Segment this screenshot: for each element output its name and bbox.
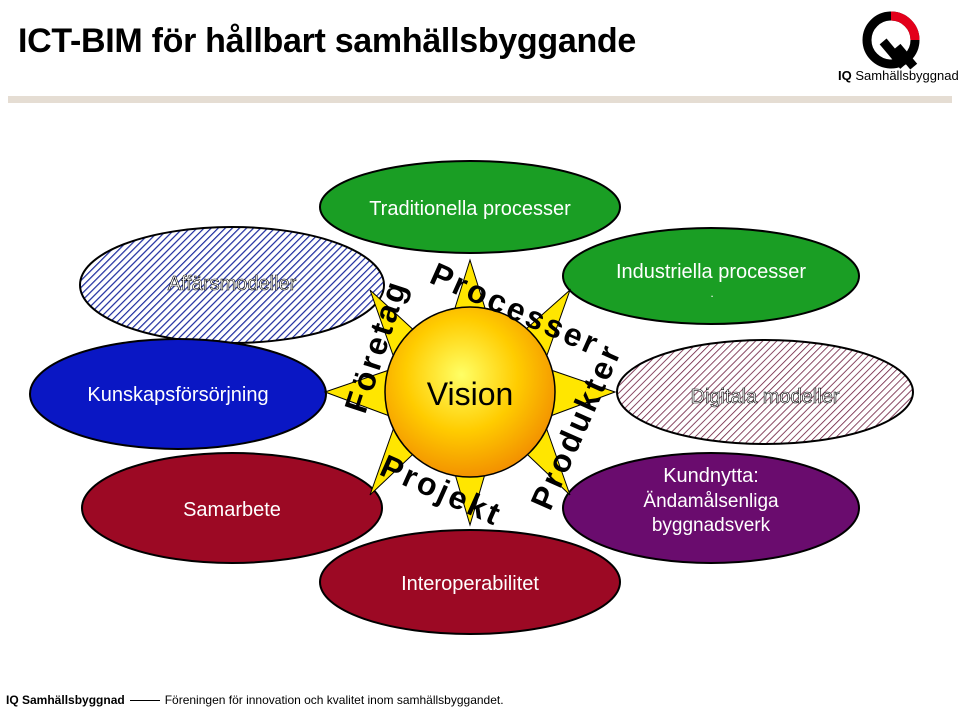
footer-text: Föreningen för innovation och kvalitet i… xyxy=(164,693,504,707)
label-kunskap: Kunskapsförsörjning xyxy=(87,384,268,406)
label-kundnytta-3: byggnadsverk xyxy=(652,515,771,536)
footer: IQ Samhällsbyggnad Föreningen för innovat… xyxy=(6,693,504,707)
label-vision: Vision xyxy=(427,376,514,412)
node-interop xyxy=(319,529,621,635)
page-title: ICT-BIM för hållbart samhällsbyggande xyxy=(18,22,637,60)
footer-dash xyxy=(129,700,160,702)
node-samarbete xyxy=(81,452,383,564)
node-kundnytta xyxy=(562,452,860,564)
footer-brand: IQ Samhällsbyggnad xyxy=(6,693,125,707)
iq-logo xyxy=(833,4,948,88)
node-kunskap xyxy=(29,338,327,450)
label-interop: Interoperabilitet xyxy=(401,573,539,595)
label-affarsmodeller: Affärsmodeller xyxy=(168,273,297,295)
label-kundnytta-1: Kundnytta: xyxy=(663,465,759,487)
sun-core xyxy=(384,306,556,478)
logo-wordmark: IQ Samhällsbyggnad xyxy=(838,68,959,83)
header-divider xyxy=(8,96,952,103)
label-samarbete: Samarbete xyxy=(183,499,281,521)
label-kundnytta-2: Ändamålsenliga xyxy=(643,491,779,512)
node-traditionella xyxy=(319,160,621,254)
label-industriella-dot: . xyxy=(710,286,713,300)
label-digitala: Digitala modeller xyxy=(691,386,840,408)
diagram: Traditionella processer Affärsmodeller I… xyxy=(29,160,914,635)
node-industriella xyxy=(562,227,860,325)
label-traditionella: Traditionella processer xyxy=(369,198,571,220)
label-industriella: Industriella processer xyxy=(616,261,806,283)
node-digitala xyxy=(616,339,914,445)
